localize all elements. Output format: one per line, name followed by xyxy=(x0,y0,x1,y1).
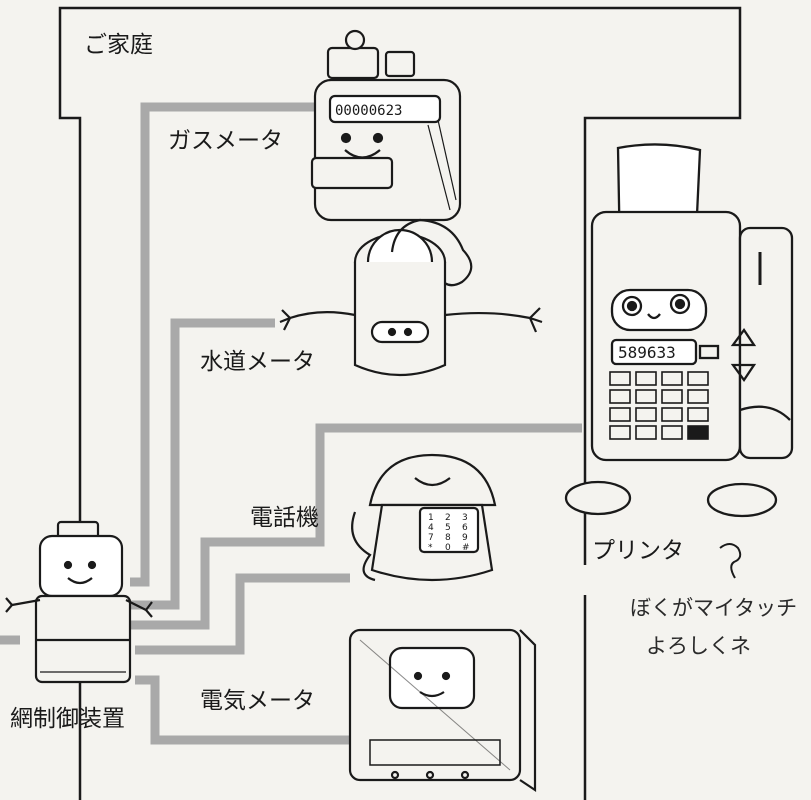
printer-key xyxy=(609,371,631,386)
electric-meter-label: 電気メータ xyxy=(200,688,315,714)
phone-key: 1 xyxy=(428,513,434,523)
wire-water xyxy=(130,318,275,610)
network-controller-label: 網制御装置 xyxy=(10,706,125,732)
printer-key xyxy=(635,407,657,422)
phone-key: 9 xyxy=(462,533,468,543)
printer-key xyxy=(609,389,631,404)
gas-meter-display: 00000623 xyxy=(335,103,402,119)
printer-illustration xyxy=(564,143,794,518)
phone-key: # xyxy=(462,543,470,553)
phone-key: 7 xyxy=(428,533,434,543)
printer-key xyxy=(609,425,631,440)
printer-key xyxy=(609,407,631,422)
wire-electric xyxy=(135,675,350,745)
water-hand-left xyxy=(279,309,291,331)
water-hand-right xyxy=(528,307,543,333)
printer-key xyxy=(687,371,709,386)
phone-key: 0 xyxy=(445,543,451,553)
printer-key xyxy=(687,389,709,404)
wire-telephone xyxy=(135,573,350,655)
phone-key: 2 xyxy=(445,513,451,523)
house-label: ご家庭 xyxy=(84,32,153,58)
gas-mouth xyxy=(344,149,381,159)
printer-key xyxy=(635,425,657,440)
water-meter-label: 水道メータ xyxy=(200,349,315,375)
electric-meter-illustration xyxy=(348,628,537,793)
wire-printer xyxy=(130,423,582,630)
printer-display: 589633 xyxy=(618,343,676,362)
phone-key: 5 xyxy=(445,523,451,533)
printer-key xyxy=(661,371,683,386)
printer-key xyxy=(687,407,709,422)
gas-eye-right xyxy=(372,132,384,144)
gas-meter-label: ガスメータ xyxy=(168,128,283,154)
printer-keypad xyxy=(609,371,709,440)
gas-meter-illustration xyxy=(310,29,462,222)
phone-key: * xyxy=(428,543,433,553)
printer-label: プリンタ xyxy=(592,538,684,564)
speech-line-2: よろしくネ xyxy=(646,634,751,658)
printer-key xyxy=(635,371,657,386)
wire-group xyxy=(0,102,582,745)
telephone-label: 電話機 xyxy=(250,505,319,531)
printer-key xyxy=(661,425,683,440)
water-meter-illustration xyxy=(279,218,543,377)
phone-key: 6 xyxy=(462,523,468,533)
printer-key xyxy=(687,425,709,440)
printer-down-arrow xyxy=(730,363,757,383)
house-outline xyxy=(58,6,742,800)
network-controller-illustration xyxy=(5,520,153,684)
telephone-illustration xyxy=(351,453,497,582)
phone-key: 4 xyxy=(428,523,434,533)
printer-up-arrow xyxy=(730,327,757,347)
gas-eye-left xyxy=(340,132,352,144)
speech-pointer xyxy=(719,543,742,579)
printer-key xyxy=(661,389,683,404)
telephone-keypad: 1 2 3 4 5 6 7 8 9 * 0 # xyxy=(428,513,470,553)
speech-line-1: ぼくがマイタッチ xyxy=(630,596,798,620)
printer-key xyxy=(635,389,657,404)
phone-key: 3 xyxy=(462,513,468,523)
printer-key xyxy=(661,407,683,422)
phone-key: 8 xyxy=(445,533,451,543)
gas-valve-icon xyxy=(344,29,366,51)
wire-gas xyxy=(130,102,320,587)
